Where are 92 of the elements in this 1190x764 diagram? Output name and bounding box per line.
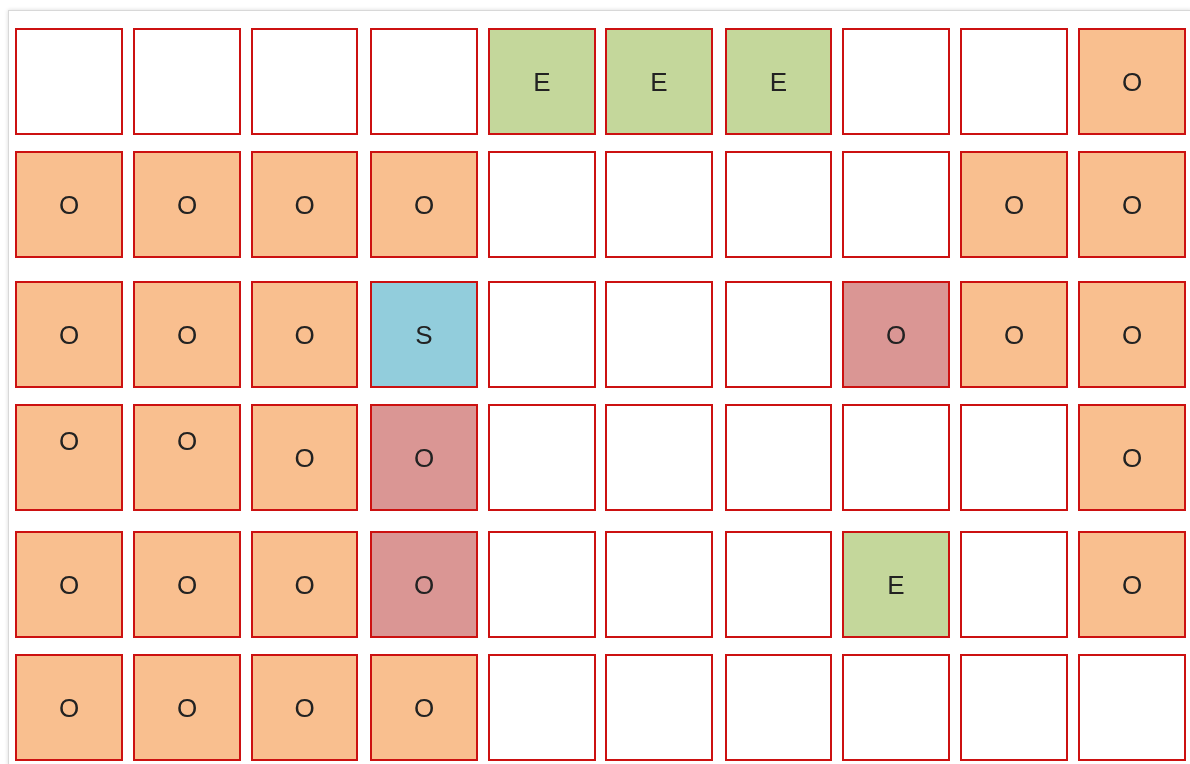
cell-letter: E [533, 68, 551, 95]
empty-cell [488, 404, 596, 511]
cell-letter: O [1121, 444, 1143, 471]
grid-cell [1078, 531, 1186, 638]
grid-cell [1078, 404, 1186, 511]
cell-letter: O [294, 571, 315, 598]
empty-cell [960, 404, 1068, 511]
grid-cell [725, 28, 832, 135]
grid-cell [15, 404, 123, 511]
grid-cell [960, 151, 1068, 258]
empty-cell [725, 151, 832, 258]
cell-letter: O [58, 428, 80, 454]
empty-cell [488, 654, 596, 761]
cell-letter: O [1003, 191, 1025, 218]
empty-cell [960, 531, 1068, 638]
empty-cell [725, 654, 832, 761]
cell-letter: O [176, 191, 198, 218]
grid-cell [960, 281, 1068, 388]
cell-letter: O [176, 428, 198, 454]
cell-letter: S [415, 321, 433, 348]
empty-cell [605, 404, 713, 511]
empty-cell [842, 151, 950, 258]
grid-cell [370, 281, 478, 388]
empty-cell [605, 654, 713, 761]
empty-cell [15, 28, 123, 135]
empty-cell [725, 281, 832, 388]
cell-letter: O [1121, 68, 1143, 95]
grid-cell [370, 151, 478, 258]
empty-cell [488, 281, 596, 388]
empty-cell [960, 654, 1068, 761]
cell-letter: O [294, 191, 315, 218]
grid-cell [133, 151, 241, 258]
grid-cell [1078, 281, 1186, 388]
cell-letter: O [176, 694, 198, 721]
cell-letter: O [176, 571, 198, 598]
empty-cell [605, 281, 713, 388]
grid-cell [251, 151, 358, 258]
grid-cell [133, 531, 241, 638]
grid-cell [605, 28, 713, 135]
cell-letter: O [413, 571, 435, 598]
grid-cell [1078, 151, 1186, 258]
grid-cell [15, 151, 123, 258]
cell-letter: O [294, 444, 315, 471]
empty-cell [725, 531, 832, 638]
cell-letter: O [413, 694, 435, 721]
empty-cell [842, 404, 950, 511]
cell-letter: O [413, 191, 435, 218]
grid-cell [370, 404, 478, 511]
empty-cell [605, 151, 713, 258]
empty-cell [133, 28, 241, 135]
grid-cell [370, 531, 478, 638]
empty-cell [842, 28, 950, 135]
grid-cell [488, 28, 596, 135]
grid-cell [251, 404, 358, 511]
grid-cell [370, 654, 478, 761]
cell-letter: O [294, 321, 315, 348]
grid-cell [133, 281, 241, 388]
cell-letter: O [58, 571, 80, 598]
empty-cell [605, 531, 713, 638]
cell-letter: O [1121, 321, 1143, 348]
empty-cell [370, 28, 478, 135]
cell-letter: E [887, 571, 905, 598]
grid-cell [15, 281, 123, 388]
cell-letter: O [885, 321, 907, 348]
cell-letter: O [58, 321, 80, 348]
empty-cell [1078, 654, 1186, 761]
empty-cell [960, 28, 1068, 135]
grid-cell [133, 654, 241, 761]
empty-cell [488, 531, 596, 638]
grid-cell [1078, 28, 1186, 135]
grid-cell [15, 531, 123, 638]
cell-letter: O [413, 444, 435, 471]
empty-cell [842, 654, 950, 761]
empty-cell [251, 28, 358, 135]
grid-cell [842, 531, 950, 638]
grid-cell [842, 281, 950, 388]
cell-letter: O [1121, 571, 1143, 598]
grid-cell [251, 531, 358, 638]
cell-letter: O [294, 694, 315, 721]
grid-cell [251, 281, 358, 388]
cell-letter: O [58, 191, 80, 218]
cell-letter: O [58, 694, 80, 721]
cell-letter: O [176, 321, 198, 348]
empty-cell [725, 404, 832, 511]
empty-cell [488, 151, 596, 258]
cell-letter: O [1003, 321, 1025, 348]
grid-cell [15, 654, 123, 761]
grid-cell [251, 654, 358, 761]
cell-letter: O [1121, 191, 1143, 218]
cell-letter: E [650, 68, 668, 95]
grid-cell [133, 404, 241, 511]
cell-letter: E [769, 68, 788, 95]
